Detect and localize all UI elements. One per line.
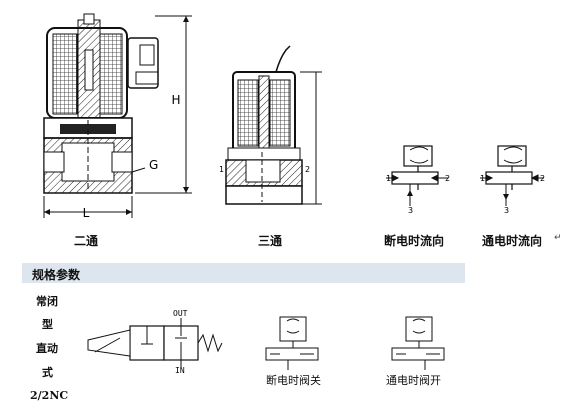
on-port-3: 3 — [504, 206, 509, 215]
spec-side-label-1: 型 — [42, 318, 53, 331]
spec-side-label-4: 2/2NC — [30, 389, 69, 402]
power-off-flow-caption: 断电时流向 — [384, 234, 445, 248]
dimension-length-label: L — [83, 206, 90, 220]
return-mark-icon: ↵ — [554, 233, 562, 243]
dimension-height-label: H — [171, 93, 180, 107]
spec-side-label-0: 常闭 — [36, 295, 58, 308]
power-off-flow-diagram — [386, 145, 448, 206]
two-way-valve-section — [43, 13, 192, 218]
three-way-port-2: 2 — [305, 165, 310, 174]
off-port-3: 3 — [408, 206, 413, 215]
symbol-in-label: IN — [175, 366, 185, 375]
power-on-flow-caption: 通电时流向 — [482, 234, 543, 248]
three-way-port-1: 1 — [219, 165, 224, 174]
valve-symbol — [87, 318, 223, 368]
on-port-1: 1 — [480, 174, 485, 183]
spec-title: 规格参数 — [32, 268, 81, 282]
off-port-1: 1 — [386, 174, 391, 183]
three-way-valve-section — [225, 45, 322, 205]
off-port-2: 2 — [445, 174, 450, 183]
dimension-thread-label: G — [149, 158, 158, 172]
symbol-out-label: OUT — [173, 309, 188, 318]
two-way-caption: 二通 — [74, 234, 99, 248]
power-on-schematic — [391, 316, 445, 370]
three-way-caption: 三通 — [258, 234, 283, 248]
power-on-flow-diagram — [480, 145, 544, 206]
power-off-caption: 断电时阀关 — [266, 374, 321, 387]
power-off-schematic — [265, 316, 319, 370]
on-port-2: 2 — [540, 174, 545, 183]
power-on-caption: 通电时阀开 — [386, 374, 441, 387]
spec-side-label-3: 式 — [42, 366, 53, 379]
spec-header-bar — [22, 263, 465, 283]
spec-side-label-2: 直动 — [36, 342, 58, 355]
